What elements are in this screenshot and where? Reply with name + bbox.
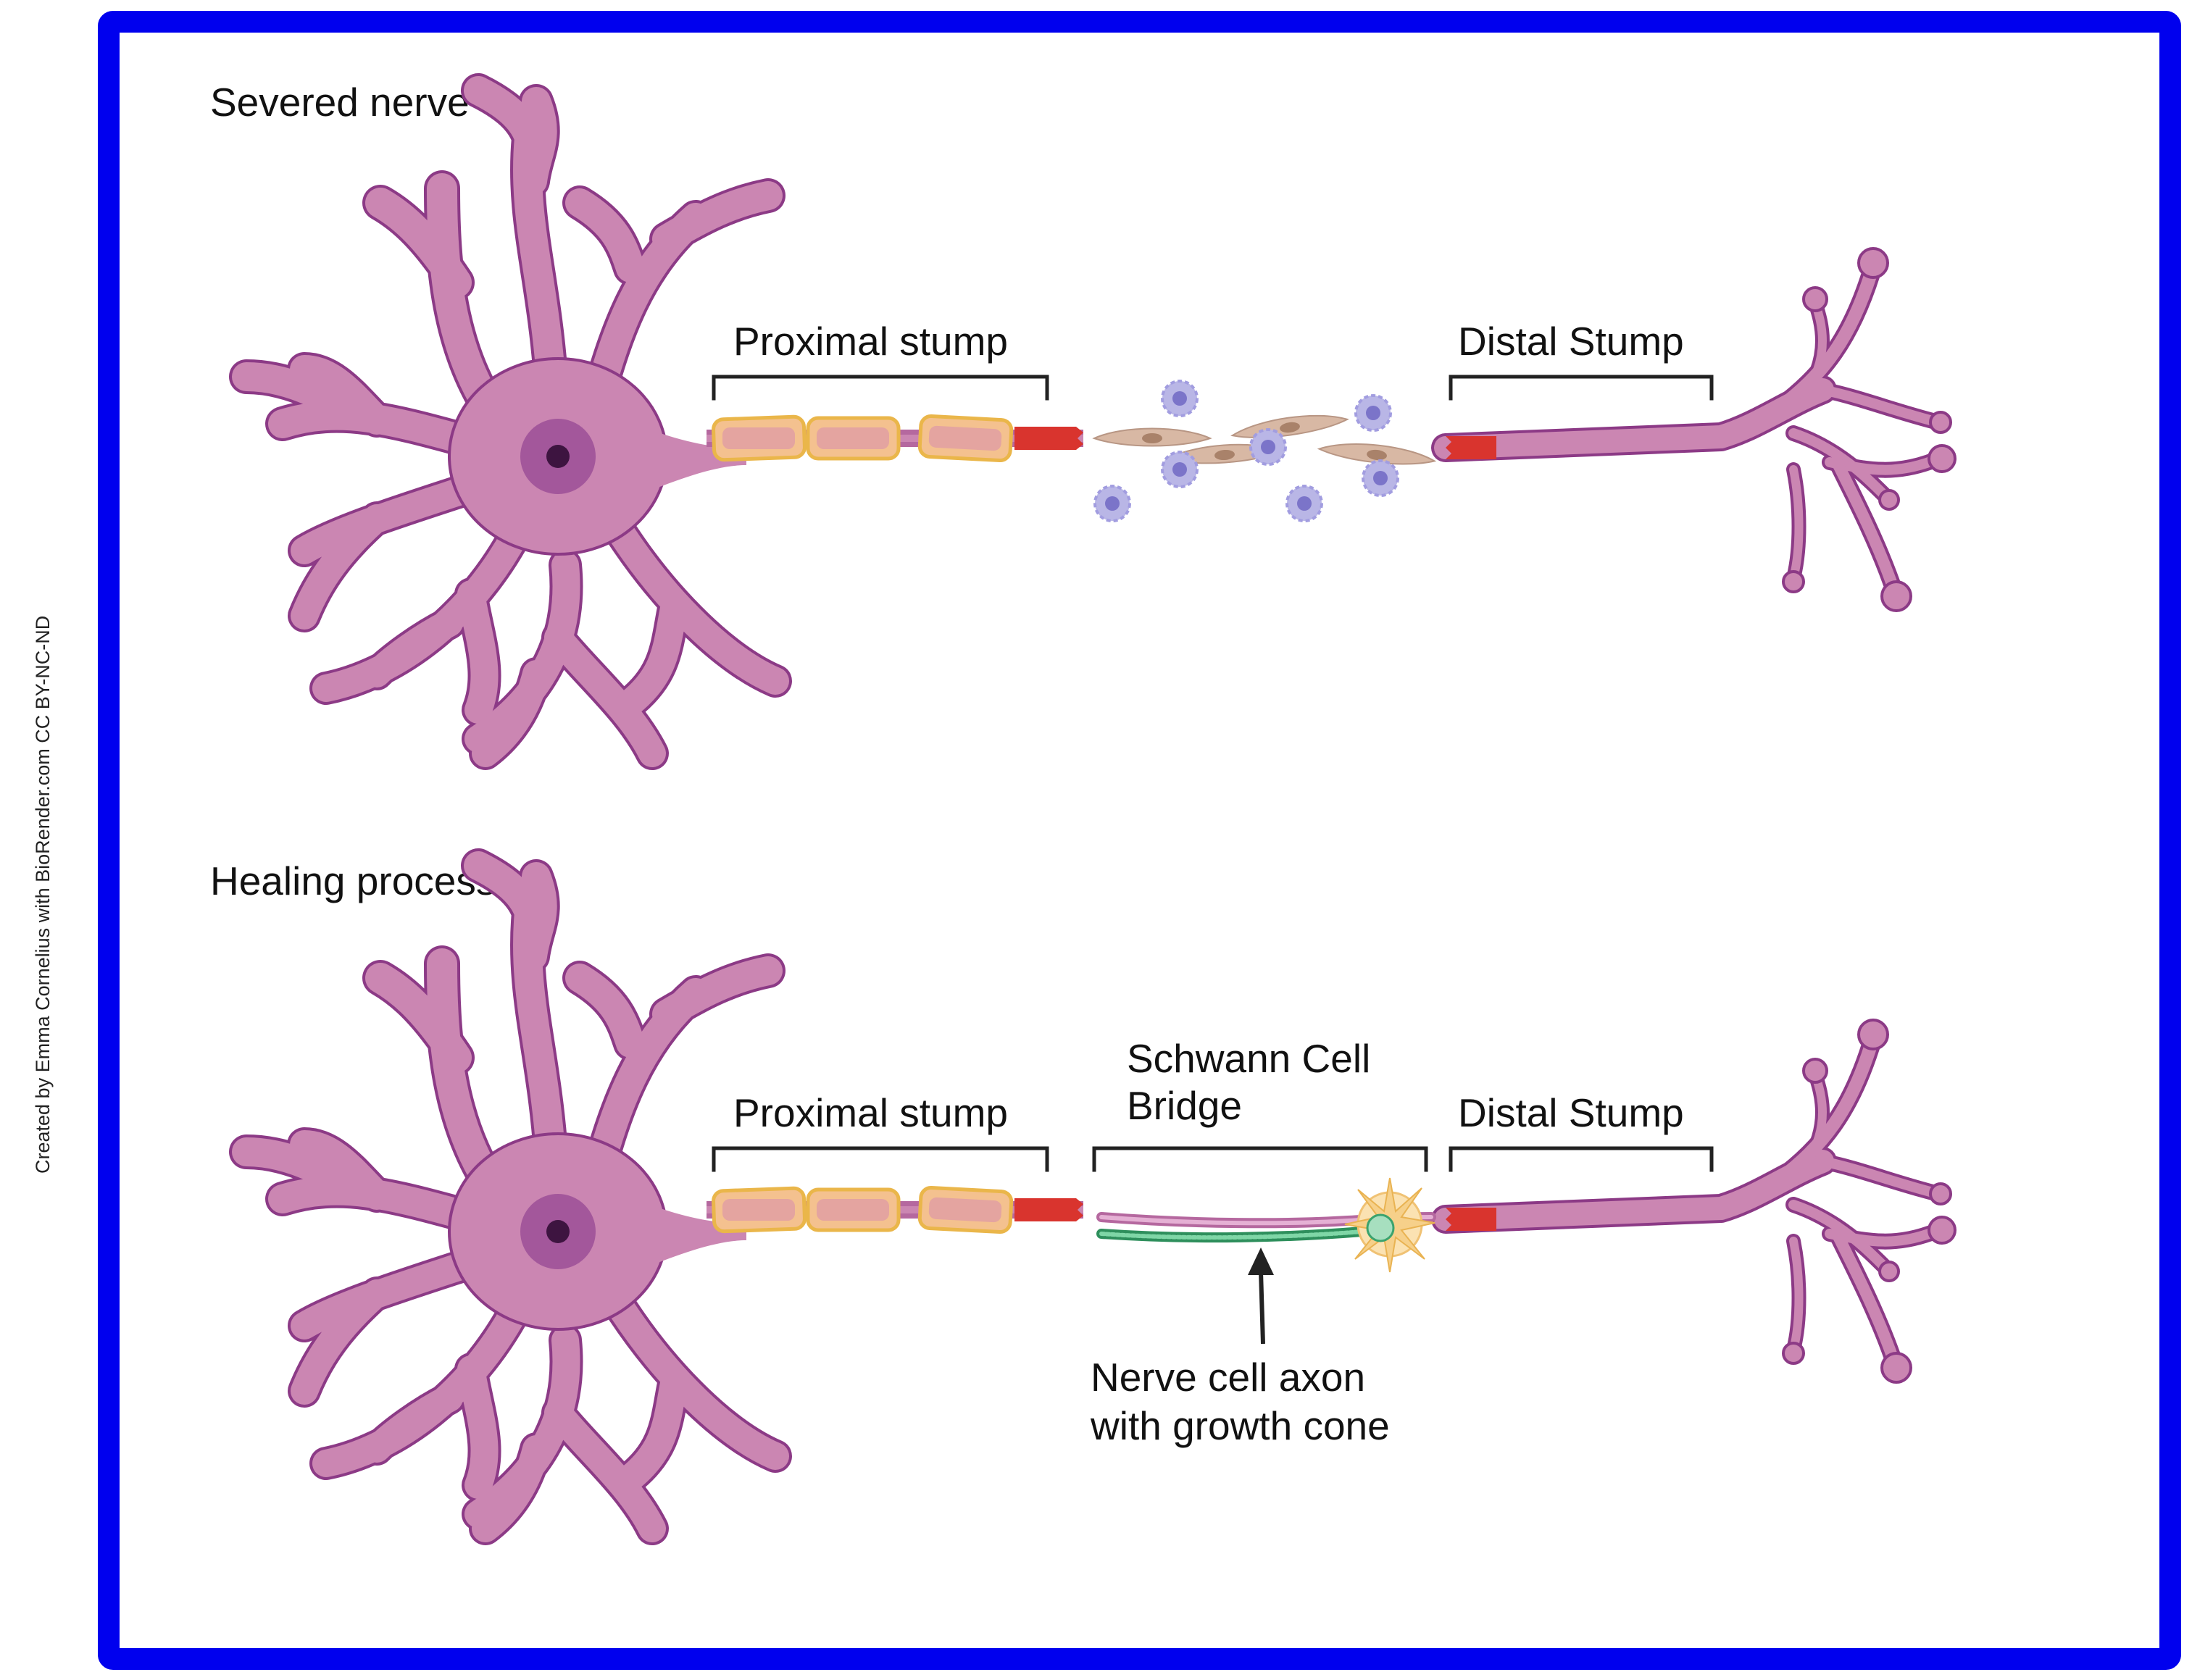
- bridge-bracket: [1092, 1146, 1428, 1172]
- axon-label-line: Nerve cell axon: [1091, 1355, 1365, 1400]
- distal-bracket: [1449, 1146, 1714, 1172]
- panel-title: Healing process: [210, 858, 496, 903]
- credit-text: Created by Emma Cornelius with BioRender…: [32, 616, 54, 1174]
- axon-label-line: with growth cone: [1090, 1403, 1390, 1448]
- macrophage-cell: [1093, 485, 1131, 522]
- proximal-stump-label: Proximal stump: [733, 1090, 1008, 1135]
- bridge-label: Schwann Cell Bridge: [1127, 1036, 1382, 1128]
- growth-cone: [1344, 1177, 1435, 1273]
- bridge-label-line: Bridge: [1127, 1083, 1242, 1128]
- macrophage-cell: [1354, 394, 1392, 432]
- macrophage-cell: [1161, 451, 1199, 488]
- macrophage-cell: [1362, 459, 1399, 497]
- panel-healing-process: Healing process Proximal stump Schwann C…: [210, 858, 1955, 1529]
- axon-pointer-arrow: [1248, 1248, 1274, 1345]
- distal-stump-label: Distal Stump: [1458, 319, 1684, 364]
- macrophage-cell: [1249, 428, 1287, 466]
- bridge-label-line: Schwann Cell: [1127, 1036, 1370, 1081]
- macrophage-cell: [1161, 380, 1199, 417]
- regenerating-axon: [1096, 1226, 1367, 1243]
- proximal-bracket: [712, 375, 1049, 401]
- axon-label: Nerve cell axon with growth cone: [1090, 1355, 1390, 1448]
- macrophage-cell: [1285, 485, 1323, 522]
- panel-severed-nerve: Severed nerve Proximal stump Distal Stum…: [210, 80, 1955, 753]
- proximal-stump-label: Proximal stump: [733, 319, 1008, 364]
- distal-stump-label: Distal Stump: [1458, 1090, 1684, 1135]
- distal-bracket: [1449, 375, 1714, 401]
- panel-title: Severed nerve: [210, 80, 470, 125]
- proximal-bracket: [712, 1146, 1049, 1172]
